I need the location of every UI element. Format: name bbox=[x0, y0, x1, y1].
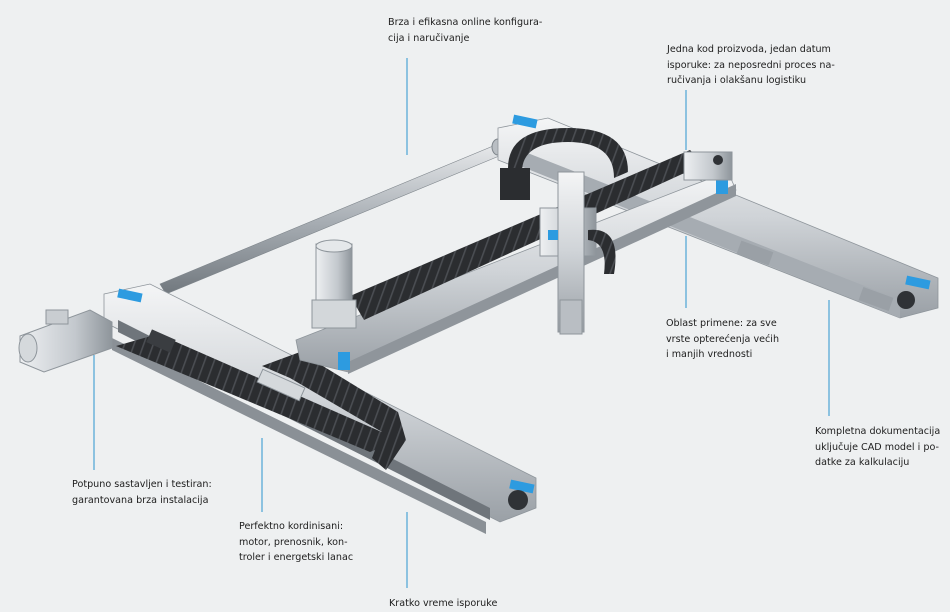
callout-product-code: Jedna kod proizvoda, jedan datum isporuk… bbox=[667, 42, 835, 89]
z-axis bbox=[500, 128, 628, 335]
callout-line: Perfektno kordinisani: bbox=[239, 521, 344, 532]
callout-line: troler i energetski lanac bbox=[239, 552, 354, 563]
callout-line: uključuje CAD model i po- bbox=[815, 441, 939, 453]
x-axis-beam bbox=[295, 150, 737, 374]
callout-delivery-time: Kratko vreme isporuke bbox=[389, 596, 497, 612]
callout-line: i manjih vrednosti bbox=[666, 349, 753, 360]
callout-line: vrste opterećenja većih bbox=[666, 333, 780, 345]
callout-line: ručivanja i olakšanu logistiku bbox=[667, 75, 807, 86]
accent-cap-rear bbox=[512, 114, 538, 129]
left-carriage-2 bbox=[146, 329, 176, 353]
accent-cap-left-end bbox=[509, 479, 535, 494]
callout-documentation: Kompletna dokumentacija uključuje CAD mo… bbox=[815, 424, 940, 471]
callout-line: Oblast primene: za sve bbox=[666, 318, 777, 329]
callout-line: Potpuno sastavljen i testiran: bbox=[72, 479, 212, 490]
accent-cap-z bbox=[548, 230, 558, 240]
x-axis-motor bbox=[311, 239, 357, 329]
callout-line: motor, prenosnik, kon- bbox=[239, 536, 348, 548]
callout-line: Jedna kod proizvoda, jedan datum bbox=[667, 44, 831, 55]
callout-online-config: Brza i efikasna online konfigura- cija i… bbox=[388, 15, 542, 46]
callout-coordinated: Perfektno kordinisani: motor, prenosnik,… bbox=[239, 519, 353, 566]
leader-lines bbox=[93, 58, 830, 588]
left-carriage bbox=[256, 368, 306, 402]
left-energy-chain bbox=[116, 334, 406, 470]
callout-assembled-tested: Potpuno sastavljen i testiran: garantova… bbox=[72, 477, 212, 508]
callout-line: Kratko vreme isporuke bbox=[389, 598, 498, 609]
callout-line: Brza i efikasna online konfigura- bbox=[388, 17, 543, 28]
accent-cap-x-left bbox=[338, 352, 350, 370]
callout-line: isporuke: za neposredni proces na- bbox=[667, 59, 835, 71]
callout-line: Kompletna dokumentacija bbox=[815, 426, 941, 437]
callout-line: cija i naručivanje bbox=[388, 32, 470, 44]
accent-cap-right-end bbox=[905, 275, 931, 290]
left-motor bbox=[18, 309, 113, 373]
accent-cap-left-front bbox=[117, 288, 143, 303]
callout-line: garantovana brza instalacija bbox=[72, 494, 209, 506]
callout-line: datke za kalkulaciju bbox=[815, 457, 910, 468]
callout-application-area: Oblast primene: za sve vrste opterećenja… bbox=[666, 316, 779, 363]
